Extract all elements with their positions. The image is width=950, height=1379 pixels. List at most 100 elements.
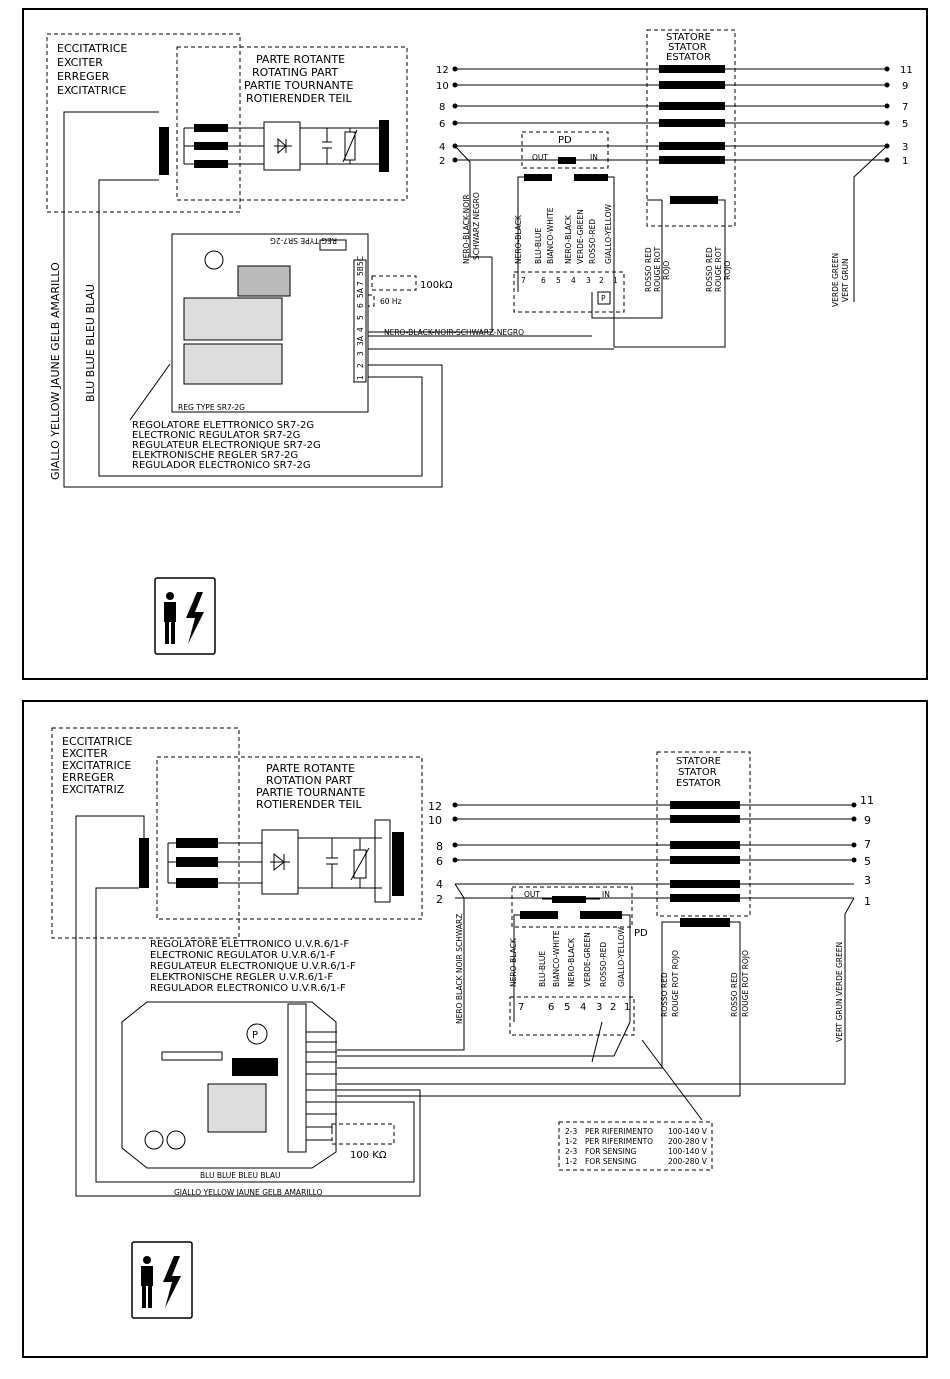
red-label-2a: ROSSO RED [705,247,714,292]
exciter-field-coil [159,127,169,175]
stator-windings [452,801,857,927]
sensing-row-1-range: 100-140 V [668,1127,708,1136]
stator-label-2: STATOR [668,42,707,53]
rotor-label-3: PARTIE TOURNANTE [256,786,365,799]
bottom-diagram-svg: ECCITATRICE EXCITER EXCITATRICE ERREGER … [51,727,874,1319]
exciter-field-coil [139,838,149,888]
p-box [597,291,611,305]
potentiometer-p [246,1023,268,1045]
pd-wire-label-1: NERO-BLACK [514,214,523,264]
stator-label-2: STATOR [678,767,717,778]
sensing-row-4-pins: 1-2 [565,1157,577,1166]
stator-label-3: ESTATOR [676,778,721,789]
terminal-3: 3 [864,874,871,887]
pd-wire-label-3: BIANCO-WHITE [546,207,555,264]
pd-coil-out [520,911,558,919]
regulator-label-1: REGOLATORE ELETTRONICO SR7-2G [132,420,314,431]
pd-terminal-box [509,996,635,1036]
rotating-part-box [176,46,408,201]
main-field-coil [379,120,389,172]
reg-terminal-5a: 5A [356,287,365,298]
reg-terminal-5b: 5B [356,266,365,276]
red-label-1b: ROUGE ROT [653,246,662,292]
p-label: P [601,294,606,303]
pd-wire-label-5: VERDE-GREEN [576,209,585,264]
rotor-coil-1 [194,124,228,132]
terminal-11: 11 [900,65,913,76]
regulator-label-3: REGULATEUR ELECTRONIQUE U.V.R.6/1-F [150,961,356,972]
stator-label-1: STATORE [666,32,711,43]
capacitor [326,838,338,888]
resistor-label: 100kΩ [420,280,453,291]
pd-wire-label-4: NERO-BLACK [564,214,573,264]
rotor-coil-2 [194,142,228,150]
pd-wire-label-1: NERO-BLACK [509,937,518,987]
pd-pin-6: 6 [548,1002,554,1013]
terminal-11: 11 [860,794,874,807]
neutral-label-1: NERO-BLACK-NOIR [462,194,471,264]
terminal-4: 4 [436,878,443,891]
terminal-7: 7 [864,838,871,851]
main-field-coil [392,832,404,896]
pd-pin-1: 1 [624,1002,630,1013]
exciter-box [51,727,240,939]
sensing-row-3-pins: 2-3 [565,1147,577,1156]
in-label: IN [590,153,598,162]
terminal-10: 10 [428,814,442,827]
sensing-row-2-desc: PER RIFERIMENTO [585,1137,653,1146]
pd-wire-label-5: VERDE-GREEN [583,932,592,987]
red-label-2b: ROUGE ROT ROJO [741,950,750,1017]
pd-terminal-box [513,271,625,313]
terminal-3: 3 [902,142,908,153]
terminal-7: 7 [902,102,908,113]
rotor-label-4: ROTIERENDER TEIL [256,798,363,811]
terminal-2: 2 [436,893,443,906]
red-label-2a: ROSSO RED [730,972,739,1017]
rotor-label-2: ROTATING PART [252,66,338,79]
capacitor [322,128,332,164]
stator-box [656,751,751,917]
reg-terminal-4: 4 [356,327,365,332]
sensing-row-2-range: 200-280 V [668,1137,708,1146]
out-label: OUT [524,890,540,899]
p-label: P [252,1030,258,1041]
regulator-terminal-strip [287,1003,307,1153]
pd-wire-label-4: NERO-BLACK [567,937,576,987]
resistor-label: 100 KΩ [350,1150,387,1161]
exciter-label-2: EXCITER [57,56,103,69]
reg-terminal-5c: 5C [356,256,365,266]
electrical-hazard-icon [131,1241,193,1319]
pd-wire-label-3: BIANCO-WHITE [552,930,561,987]
green-label: VERT GRUN VERDE GREEN [835,942,844,1042]
exciter-label-1: ECCITATRICE [57,42,127,55]
reg-terminal-5: 5 [356,315,365,320]
blue-wire-label: BLU BLUE BLEU BLAU [84,284,97,402]
pd-coil-in [574,174,608,181]
rotor-label-3: PARTIE TOURNANTE [244,79,353,92]
out-label: OUT [532,153,548,162]
reg-top-label: REG TYPE SR7-2G [270,236,337,245]
terminal-12: 12 [428,800,442,813]
blue-wire-label: BLU BLUE BLEU BLAU [200,1171,280,1180]
top-wiring-diagram: ECCITATRICE EXCITER ERREGER EXCITATRICE … [22,8,928,680]
red-label-1a: ROSSO RED [660,972,669,1017]
pd-pin-7: 7 [521,276,526,285]
top-diagram-svg: ECCITATRICE EXCITER ERREGER EXCITATRICE … [46,29,913,655]
neutral-label-2: SCHWARZ NEGRO [472,192,481,260]
pd-pin-5: 5 [564,1002,570,1013]
pd-pin-6: 6 [541,276,546,285]
pd-wire-label-6: ROSSO-RED [599,942,608,987]
exciter-label-3: EXCITATRICE [62,759,131,772]
pd-box [521,131,609,169]
sensing-row-3-desc: FOR SENSING [585,1147,637,1156]
sensing-row-3-range: 100-140 V [668,1147,708,1156]
sensing-row-1-desc: PER RIFERIMENTO [585,1127,653,1136]
rectifier-bridge [263,121,301,171]
exciter-label-5: EXCITATRIZ [62,783,125,796]
terminal-6: 6 [436,855,443,868]
pd-pin-5: 5 [556,276,561,285]
terminal-9: 9 [902,81,908,92]
pd-pin-1: 1 [613,276,618,285]
pd-pin-3: 3 [596,1002,602,1013]
reg-terminal-3a: 3A [356,335,365,346]
